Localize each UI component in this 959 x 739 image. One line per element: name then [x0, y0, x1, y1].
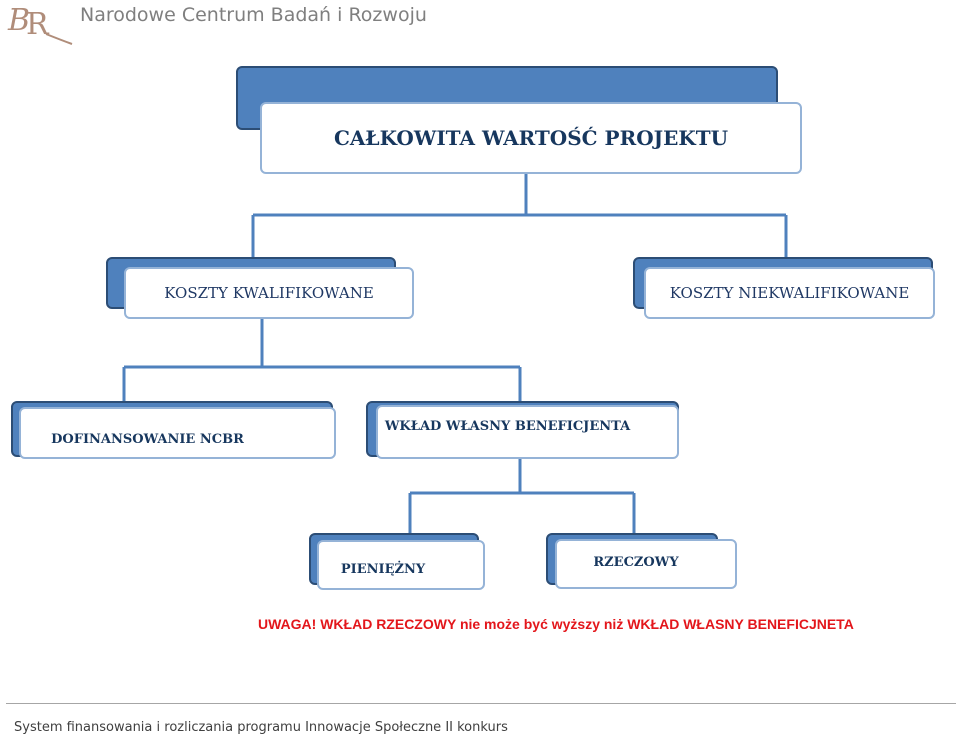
node-total-project-value: CAŁKOWITA WARTOŚĆ PROJEKTU [236, 66, 802, 174]
node-ncbr-funding: DOFINANSOWANIE NCBR [11, 401, 336, 459]
node-eligible-costs-label: KOSZTY KWALIFIKOWANE [164, 284, 374, 302]
node-non-eligible-costs-label: KOSZTY NIEKWALIFIKOWANE [669, 284, 910, 302]
node-eligible-costs: KOSZTY KWALIFIKOWANE [106, 257, 414, 319]
node-total-project-value-label: CAŁKOWITA WARTOŚĆ PROJEKTU [333, 126, 729, 150]
node-ncbr-funding-label: DOFINANSOWANIE NCBR [51, 431, 244, 447]
warning-note: UWAGA! WKŁAD RZECZOWY nie może być wyższ… [258, 616, 854, 632]
footer-divider [6, 703, 956, 704]
page-title: Narodowe Centrum Badań i Rozwoju [80, 4, 427, 26]
node-monetary: PIENIĘŻNY [309, 533, 485, 590]
node-monetary-label: PIENIĘŻNY [340, 561, 426, 577]
ncbr-logo: B R [7, 3, 73, 45]
node-non-eligible-costs: KOSZTY NIEKWALIFIKOWANE [633, 257, 935, 319]
node-beneficiary-own-contribution: WKŁAD WŁASNY BENEFICJENTA [366, 401, 679, 459]
footer-text: System finansowania i rozliczania progra… [14, 720, 508, 735]
svg-text:B: B [7, 3, 30, 38]
node-in-kind-label: RZECZOWY [593, 554, 679, 570]
svg-text:R: R [26, 7, 50, 42]
node-beneficiary-own-contribution-label: WKŁAD WŁASNY BENEFICJENTA [384, 418, 631, 434]
node-in-kind: RZECZOWY [546, 533, 737, 589]
